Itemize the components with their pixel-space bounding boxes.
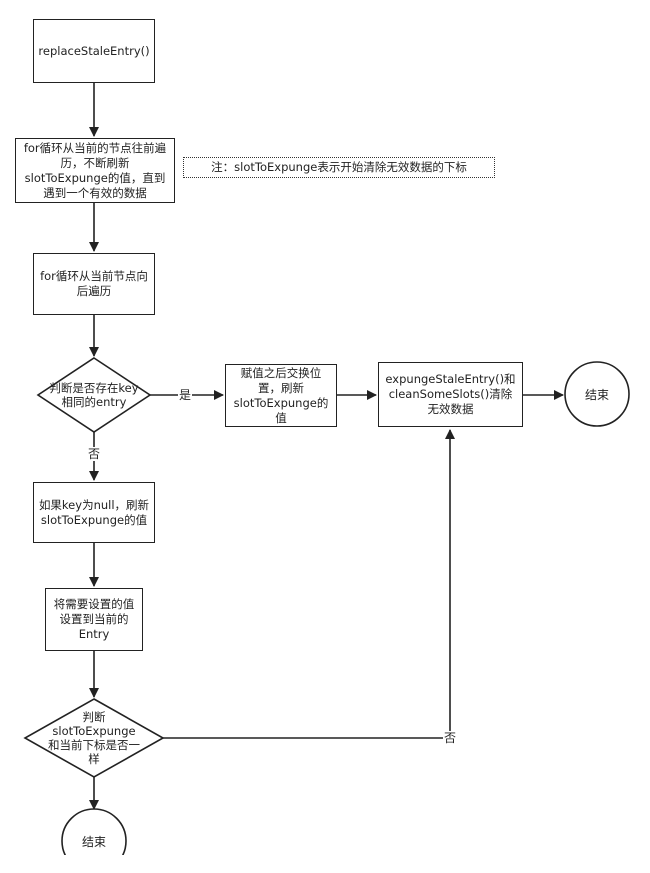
start-node-label: replaceStaleEntry() xyxy=(38,43,150,58)
end-bottom-shape xyxy=(61,808,127,855)
null-key-node-label: 如果key为null，刷新slotToExpunge的值 xyxy=(38,497,150,527)
start-node: replaceStaleEntry() xyxy=(33,19,155,83)
end-right-shape xyxy=(564,361,630,427)
loop-forward-node-label: for循环从当前节点向后遍历 xyxy=(40,269,148,298)
decision-slot-label: 判断slotToExpunge和当前下标是否一样 xyxy=(48,710,140,766)
expunge-node: expungeStaleEntry()和cleanSomeSlots()清除无效… xyxy=(378,362,523,427)
note-box: 注：slotToExpunge表示开始清除无效数据的下标 xyxy=(183,157,495,178)
edge-label-no-down: 否 xyxy=(87,447,102,461)
end-bottom-label: 结束 xyxy=(81,834,106,849)
decision-key-shape xyxy=(36,357,152,433)
null-key-node: 如果key为null，刷新slotToExpunge的值 xyxy=(33,482,155,543)
decision-key-label: 判断是否存在key相同的entry xyxy=(49,381,139,409)
edge-decision-slot-to-expunge xyxy=(163,429,455,739)
swap-node-label: 赋值之后交换位置，刷新slotToExpunge的值 xyxy=(233,365,329,425)
flowchart-canvas: replaceStaleEntry() for循环从当前的节点往前遍历，不断刷新… xyxy=(15,19,630,855)
edge-label-yes: 是 xyxy=(178,388,193,402)
expunge-node-label: expungeStaleEntry()和cleanSomeSlots()清除无效… xyxy=(385,372,516,416)
set-entry-node: 将需要设置的值设置到当前的Entry xyxy=(45,588,143,651)
end-right-label: 结束 xyxy=(584,387,609,402)
decision-slot-shape xyxy=(23,698,165,778)
edge-label-no-up: 否 xyxy=(443,731,458,745)
swap-node: 赋值之后交换位置，刷新slotToExpunge的值 xyxy=(225,364,337,427)
set-entry-node-label: 将需要设置的值设置到当前的Entry xyxy=(53,597,135,641)
loop-back-node-label: for循环从当前的节点往前遍历，不断刷新slotToExpunge的值，直到遇到… xyxy=(23,140,167,200)
note-text: 注：slotToExpunge表示开始清除无效数据的下标 xyxy=(211,160,467,174)
loop-forward-node: for循环从当前节点向后遍历 xyxy=(33,253,155,315)
loop-back-node: for循环从当前的节点往前遍历，不断刷新slotToExpunge的值，直到遇到… xyxy=(15,138,175,203)
flowchart-connectors xyxy=(23,83,630,855)
